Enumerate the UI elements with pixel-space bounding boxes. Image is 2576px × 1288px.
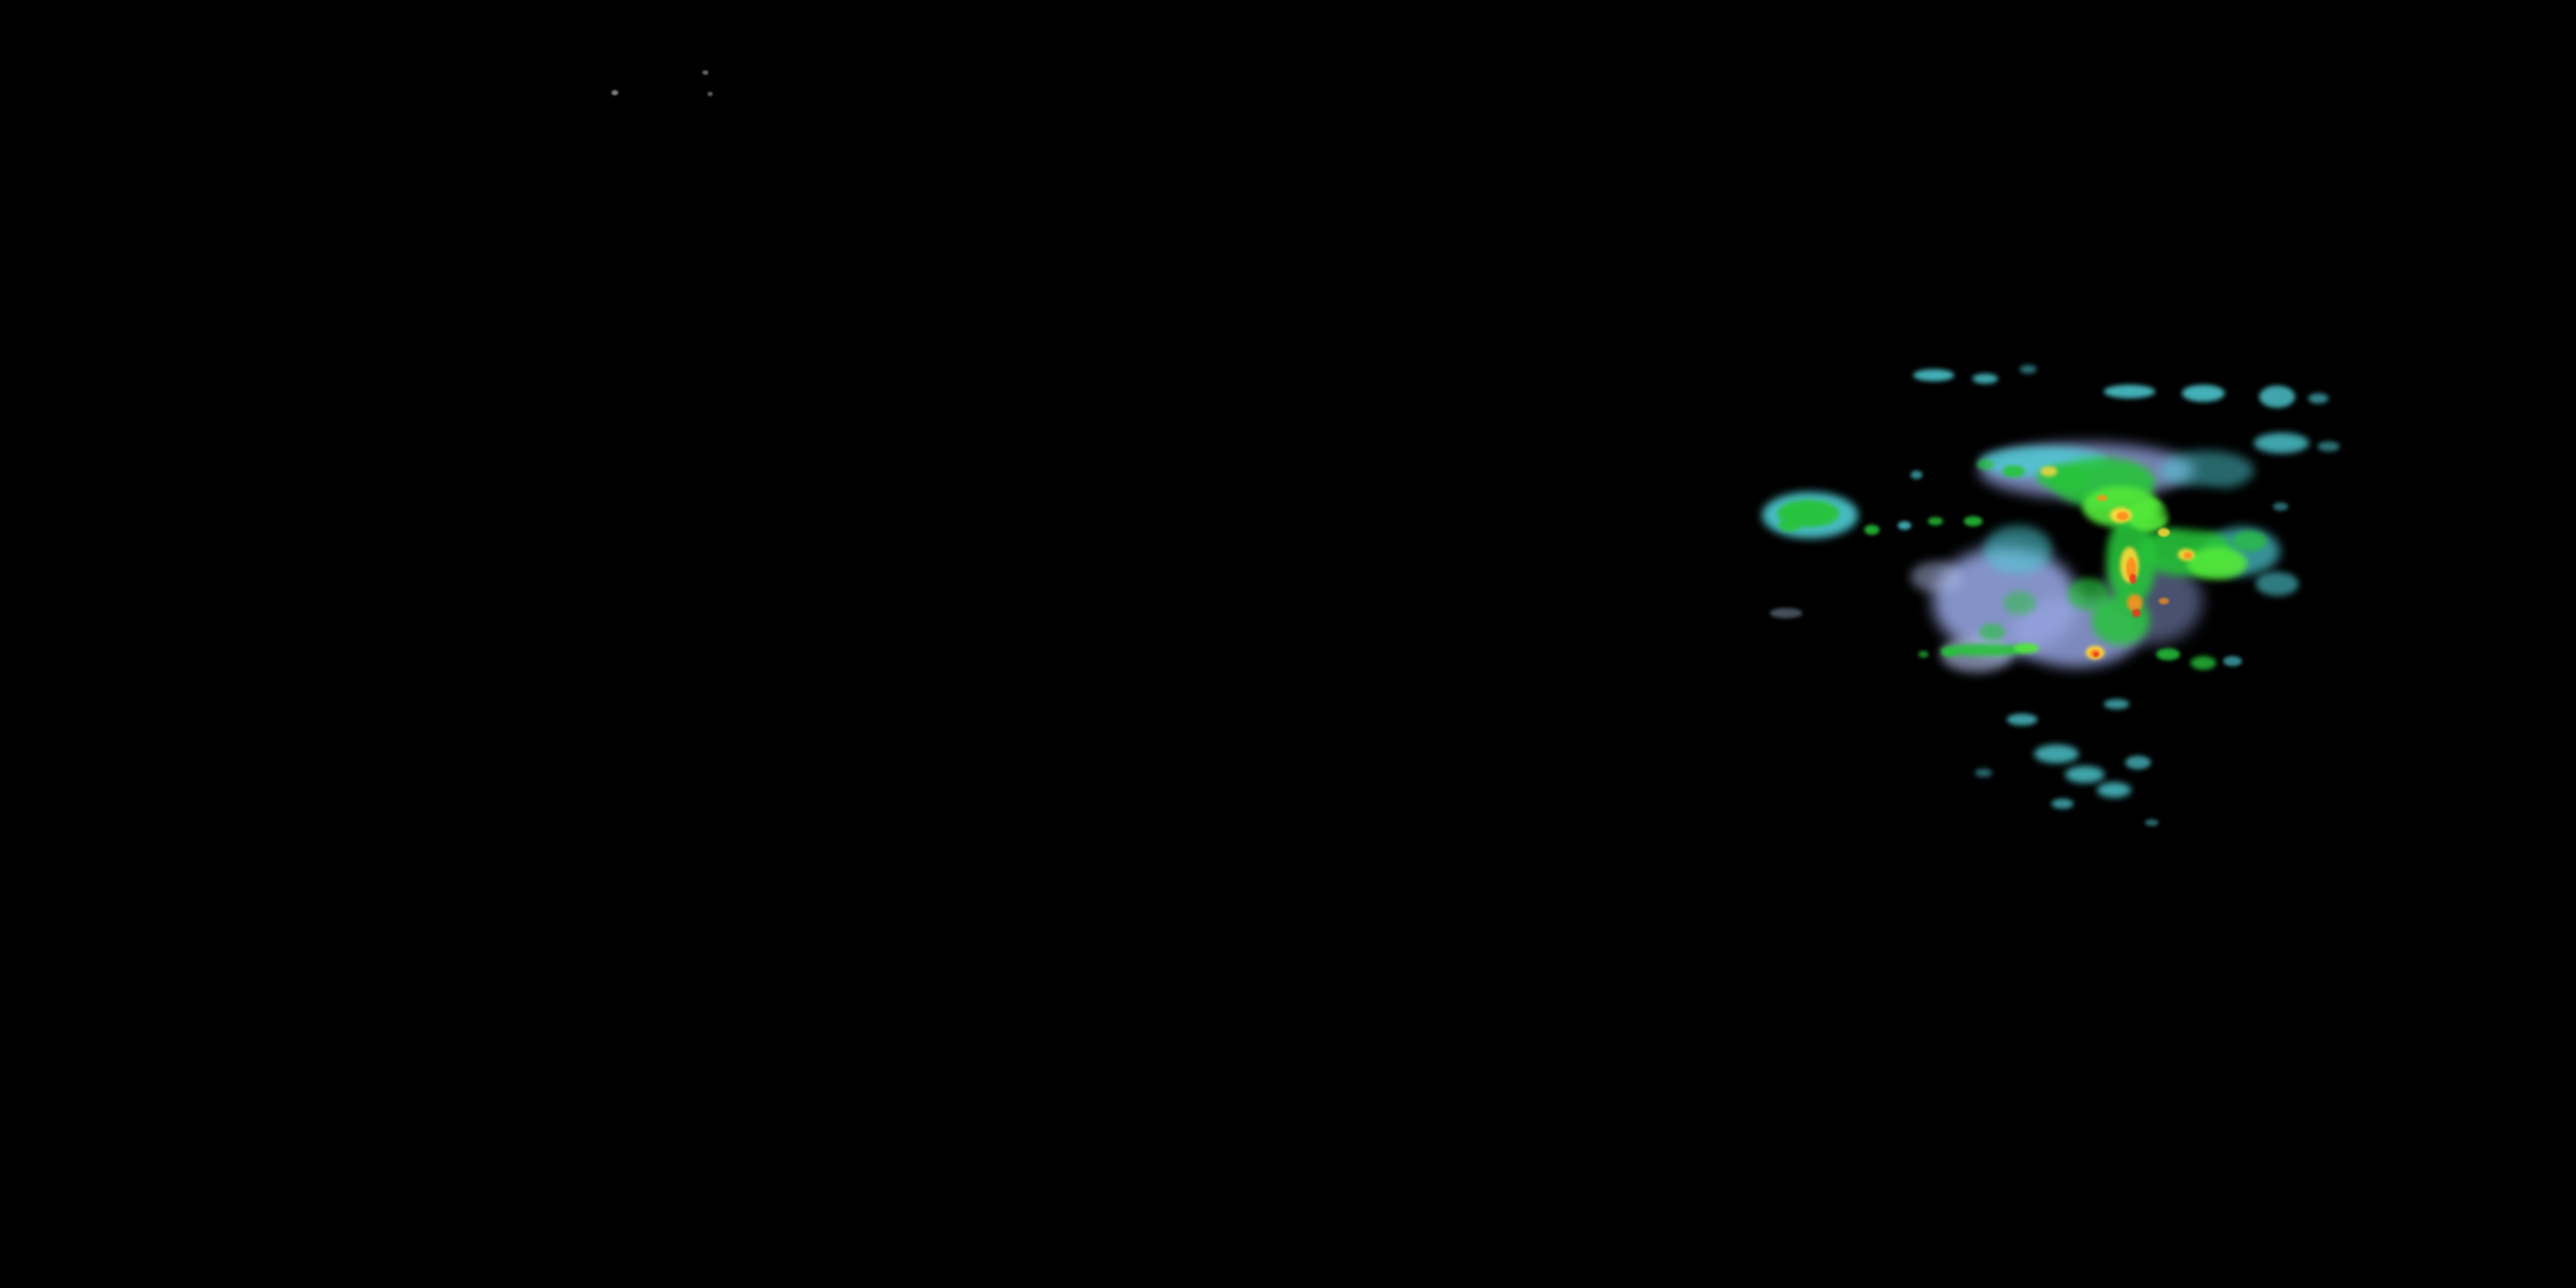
stratiform-base [1979,443,2194,498]
noise-speck [708,91,713,96]
moderate-echo [2014,643,2039,653]
light-echo [1913,369,1954,381]
moderate-echo [1864,525,1880,535]
light-echo [1984,526,2052,574]
strong-cell [2120,547,2139,583]
moderate-echo [2106,513,2156,606]
light-echo [2051,799,2074,809]
light-echo [2259,386,2295,408]
moderate-echo [2156,648,2180,660]
light-echo [2034,744,2079,763]
strong-cell [2097,495,2107,501]
moderate-echo [1918,651,1929,658]
strong-cell [2178,549,2195,561]
light-echo [2097,782,2131,798]
light-echo [2145,819,2159,826]
light-echo [1975,769,1992,777]
strong-cell [2129,574,2136,584]
moderate-echo [2233,531,2267,551]
light-echo [2104,699,2129,709]
moderate-echo [2138,526,2233,576]
moderate-echo [1977,459,1994,470]
light-echo [2104,385,2155,398]
light-echo [2308,393,2329,404]
light-echo [2182,385,2225,402]
moderate-echo [1941,648,1957,657]
strong-cell [2184,552,2192,559]
moderate-echo [2003,591,2036,615]
light-echo [1898,521,1911,530]
light-echo [1911,471,1923,479]
stratiform-base [2099,558,2202,644]
light-echo [2273,502,2288,511]
light-echo [2318,441,2340,452]
strong-cell [2132,609,2141,617]
noise-speck [611,90,618,95]
dry-notch [2164,488,2233,529]
faint-mark [1770,608,1802,618]
moderate-echo [1964,516,1983,526]
strong-cell [2127,594,2142,611]
moderate-echo [1941,644,2026,656]
light-echo [2160,451,2254,490]
stratiform-base [1933,547,2079,655]
strong-cell [2090,649,2100,658]
strong-cell [2093,652,2099,657]
moderate-echo [2190,656,2216,670]
moderate-echo [2127,499,2170,532]
light-echo [2254,433,2309,453]
light-echo [1979,447,2108,477]
light-echo [2202,527,2280,575]
light-echo [2007,714,2038,726]
moderate-echo [2187,547,2247,580]
moderate-echo [2068,578,2109,611]
moderate-echo [2082,486,2160,527]
light-echo [2065,766,2105,783]
moderate-echo [1777,500,1839,527]
strong-cell [2159,598,2169,605]
moderate-echo [1928,517,1943,526]
noise-speck [702,70,708,75]
strong-cell [2158,528,2170,537]
light-echo [2125,756,2151,769]
moderate-echo [1979,623,2005,641]
moderate-echo [1778,519,1801,532]
light-echo [2020,365,2037,374]
moderate-echo [2037,465,2088,490]
moderate-echo [2092,595,2150,645]
stratiform-base [2012,597,2141,667]
strong-cell [2110,507,2132,523]
moderate-echo [2052,458,2155,507]
light-echo [1762,492,1858,538]
light-echo [2223,656,2242,666]
strong-cell [2126,557,2136,580]
stratiform-base [1911,562,1962,592]
stratiform-base [1941,636,2013,672]
strong-cell [2040,466,2057,477]
strong-cell [2086,646,2105,659]
light-echo [1972,374,1998,384]
strong-cell [2117,512,2129,520]
moderate-echo [2002,465,2025,477]
light-echo [2256,572,2299,596]
